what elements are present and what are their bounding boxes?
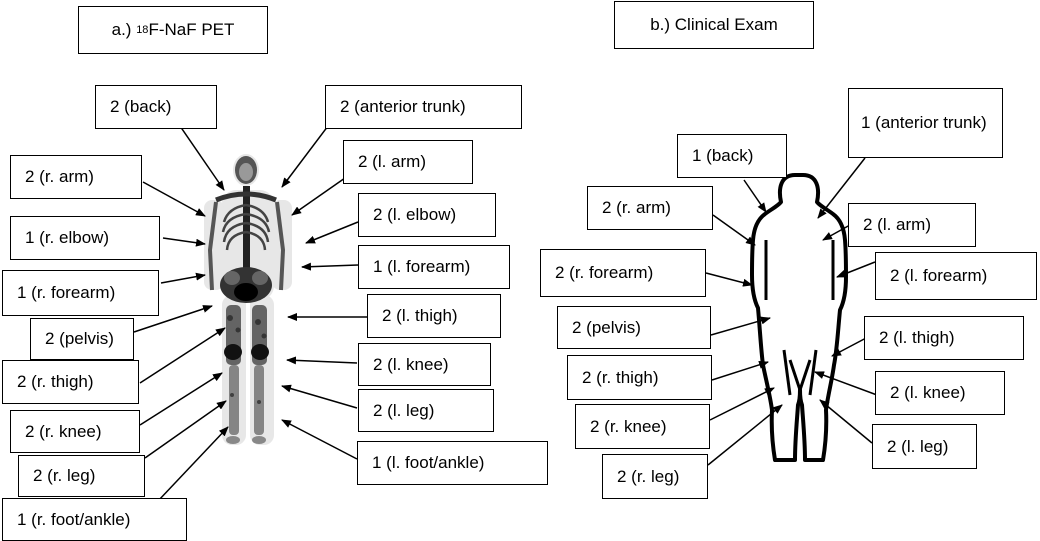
exam-arrows xyxy=(705,157,878,466)
exam-label-l-knee: 2 (l. knee) xyxy=(875,371,1005,415)
exam-label-r-knee: 2 (r. knee) xyxy=(575,404,710,449)
pet-label-r-thigh: 2 (r. thigh) xyxy=(2,360,139,404)
exam-label-r-leg: 2 (r. leg) xyxy=(602,454,708,499)
panel-a-prefix: a.) xyxy=(111,20,132,39)
exam-label-l-leg: 2 (l. leg) xyxy=(872,424,977,469)
pet-label-anterior-trunk: 2 (anterior trunk) xyxy=(325,85,522,129)
pet-label-back: 2 (back) xyxy=(95,85,217,129)
pet-label-r-knee: 2 (r. knee) xyxy=(10,410,140,453)
panel-b-title: b.) Clinical Exam xyxy=(614,1,814,49)
exam-label-l-thigh: 2 (l. thigh) xyxy=(864,316,1024,360)
exam-label-r-arm: 2 (r. arm) xyxy=(587,186,713,230)
pet-label-l-thigh: 2 (l. thigh) xyxy=(367,294,501,338)
pet-label-l-foot-ankle: 1 (l. foot/ankle) xyxy=(357,441,548,485)
pet-label-r-leg: 2 (r. leg) xyxy=(18,455,145,497)
body-inner-lines xyxy=(764,240,835,396)
exam-label-l-forearm: 2 (l. forearm) xyxy=(875,252,1037,300)
exam-label-r-forearm: 2 (r. forearm) xyxy=(540,249,706,297)
exam-label-r-thigh: 2 (r. thigh) xyxy=(567,355,712,400)
panel-a-suffix: F-NaF PET xyxy=(148,20,235,39)
pet-label-l-knee: 2 (l. knee) xyxy=(358,343,491,386)
exam-label-back: 1 (back) xyxy=(677,134,787,178)
pet-label-r-elbow: 1 (r. elbow) xyxy=(10,216,160,260)
pet-label-r-arm: 2 (r. arm) xyxy=(10,155,142,199)
exam-label-l-arm: 2 (l. arm) xyxy=(848,203,976,247)
exam-label-pelvis: 2 (pelvis) xyxy=(557,306,711,349)
exam-label-anterior-trunk: 1 (anterior trunk) xyxy=(848,88,1003,158)
pet-label-l-leg: 2 (l. leg) xyxy=(358,389,494,432)
pet-scan-image xyxy=(204,154,292,445)
pet-label-pelvis: 2 (pelvis) xyxy=(30,318,134,360)
pet-arrows xyxy=(133,125,367,502)
pet-label-l-arm: 2 (l. arm) xyxy=(343,140,473,184)
pet-label-r-foot-ankle: 1 (r. foot/ankle) xyxy=(2,498,187,541)
panel-b-title-text: b.) Clinical Exam xyxy=(650,15,778,34)
pet-label-l-forearm: 1 (l. forearm) xyxy=(358,245,510,289)
pet-label-l-elbow: 2 (l. elbow) xyxy=(358,193,496,237)
pet-label-r-forearm: 1 (r. forearm) xyxy=(2,270,159,316)
